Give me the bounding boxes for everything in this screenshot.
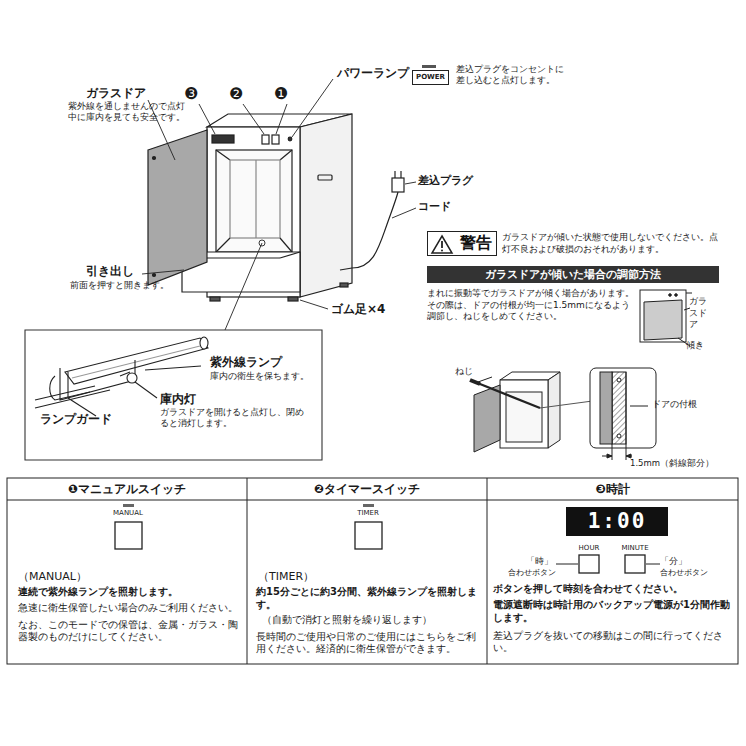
button-label: HOUR (569, 544, 609, 553)
table-cell: 急速に衛生保管したい場合のみご利用ください。 (18, 602, 244, 614)
power-indicator: POWER (412, 70, 449, 85)
clock-display: 1:00 (566, 507, 668, 536)
leader-line (686, 293, 692, 294)
power-lamp (422, 65, 436, 68)
part-label: 傾き (686, 340, 704, 352)
part-label: ガラスドア (689, 296, 711, 331)
button-label: 「分」 (660, 556, 687, 568)
part-note: 差込プラグをコンセントに差し込むと点灯します。 (456, 64, 568, 86)
table-cell: （MANUAL） (18, 570, 87, 584)
part-label: 引き出し (86, 264, 134, 280)
part-note: 前面を押すと開きます。 (70, 280, 169, 291)
warning-box: 警告 (427, 231, 497, 256)
switch-label: MANUAL (98, 509, 158, 518)
lamp-inset (25, 330, 322, 460)
table-cell: ボタンを押して時刻を合わせてください。 (493, 582, 733, 595)
part-label: ガラスドア (86, 86, 146, 102)
callout-number: ❶ (274, 84, 288, 105)
adjust-diagram (470, 368, 656, 460)
table-cell: 電源遮断時は時計用のバックアップ電源が1分間作動します。 (493, 598, 733, 624)
button-label: 合わせボタン (508, 568, 556, 578)
part-label: ねじ (455, 366, 473, 378)
node-text: 1:00 (588, 509, 647, 533)
button-label: 合わせボタン (660, 568, 708, 578)
callout-number: ❷ (229, 84, 243, 105)
table-cell: （自動で消灯と照射を繰り返します） (262, 614, 432, 626)
part-label: パワーランプ (337, 66, 409, 82)
table-cell: （TIMER） (258, 570, 314, 584)
instruction-text: まれに振動等でガラスドアが傾く場合があります。その際は、ドアの付根が均一に1.5… (427, 288, 637, 323)
part-label: ゴム足×4 (331, 302, 385, 318)
node-text: POWER (416, 73, 445, 81)
table-cell: 差込プラグを抜いての移動はこの間に行ってください。 (493, 630, 733, 655)
part-label: 差込プラグ (418, 174, 473, 188)
part-note: 紫外線を通しませんので点灯中に庫内を見ても安全です。 (68, 101, 188, 123)
part-label: コード (418, 200, 451, 214)
table-cell: 約15分ごとに約3分間、紫外線ランプを照射します。 (256, 585, 484, 611)
dimension-label: 1.5mm（斜線部分） (630, 458, 714, 469)
button-label: MINUTE (615, 544, 655, 553)
part-note: 庫内の衛生を保ちます。 (210, 371, 309, 382)
warning-symbol (432, 236, 452, 253)
node-text: 警告 (460, 234, 492, 252)
part-label: 紫外線ランプ (210, 355, 282, 371)
part-label: ドアの付根 (652, 399, 697, 411)
cabinet (148, 114, 404, 301)
table-cell: なお、このモードでの保管は、金属・ガラス・陶器製のものだけにしてください。 (18, 619, 242, 644)
warning-text: ガラスドアが傾いた状態で使用しないでください。点灯不良および破損のおそれがありま… (502, 232, 724, 255)
tilt-diagram (640, 290, 690, 346)
node-text: ガラスドアが傾いた場合の調節方法 (485, 268, 661, 280)
table-header: ❸時計 (487, 482, 738, 498)
part-label: 庫内灯 (160, 392, 196, 408)
part-note: ガラスドアを開けると点灯し、閉めると消灯します。 (160, 407, 310, 429)
section-band: ガラスドアが傾いた場合の調節方法 (427, 266, 719, 283)
table-header: ❷タイマースイッチ (247, 482, 487, 498)
button-label: 「時」 (526, 556, 553, 568)
switch-label: TIMER (338, 509, 398, 518)
spec-table (7, 478, 738, 664)
table-cell: 連続で紫外線ランプを照射します。 (18, 585, 244, 598)
part-label: ランプガード (40, 412, 112, 428)
callout-number: ❸ (184, 84, 198, 105)
table-header: ❶マニュアルスイッチ (7, 482, 247, 498)
table-cell: 長時間のご使用や日常のご使用にはこちらをご利用ください。経済的に衛生保管ができま… (256, 631, 484, 656)
